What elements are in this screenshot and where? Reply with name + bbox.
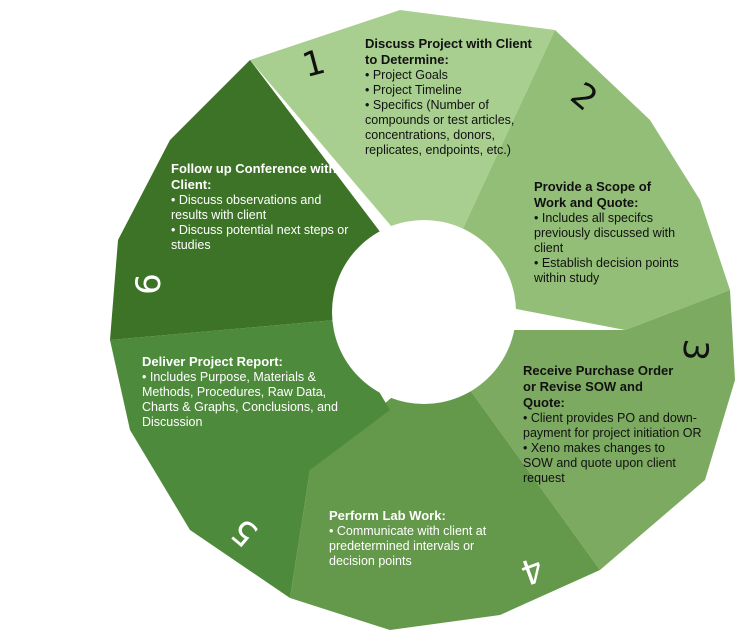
step-2-bullet: • Includes all specifcs previously discu… <box>534 211 676 255</box>
step-3-title: Receive Purchase Order or Revise SOW and… <box>523 363 674 410</box>
step-6-title: Follow up Conference with Client: <box>171 161 337 192</box>
step-1-bullet: • Specifics (Number of compounds or test… <box>365 98 515 157</box>
center-hole <box>332 220 516 404</box>
step-6-bullet: • Discuss observations and results with … <box>171 193 322 222</box>
segment-5 <box>110 320 390 598</box>
step-1-text: Discuss Project with Client to Determine… <box>365 36 535 158</box>
step-2-text: Provide a Scope of Work and Quote: • Inc… <box>534 179 694 286</box>
step-3-bullet: • Client provides PO and down-payment fo… <box>523 411 702 440</box>
step-4-bullet: • Communicate with client at predetermin… <box>329 524 487 568</box>
segment-1 <box>250 10 555 260</box>
step-6-number: 6 <box>128 273 169 295</box>
step-5-bullet: • Includes Purpose, Materials & Methods,… <box>142 370 338 429</box>
segment-6 <box>110 60 390 340</box>
step-6-text: Follow up Conference with Client: • Disc… <box>171 161 349 253</box>
step-3-text: Receive Purchase Order or Revise SOW and… <box>523 363 713 486</box>
step-3-bullet: • Xeno makes changes to SOW and quote up… <box>523 441 676 485</box>
step-1-bullet: • Project Goals <box>365 68 448 82</box>
step-5-text: Deliver Project Report: • Includes Purpo… <box>142 354 342 430</box>
step-4-text: Perform Lab Work: • Communicate with cli… <box>329 508 494 569</box>
step-1-bullet: • Project Timeline <box>365 83 462 97</box>
step-1-title: Discuss Project with Client to Determine… <box>365 36 532 67</box>
step-4-title: Perform Lab Work: <box>329 508 446 523</box>
step-6-bullet: • Discuss potential next steps or studie… <box>171 223 349 252</box>
segment-3 <box>470 290 735 570</box>
segment-4 <box>290 390 600 630</box>
step-5-title: Deliver Project Report: <box>142 354 283 369</box>
segment-2 <box>460 30 730 330</box>
step-3-number: 3 <box>673 337 716 363</box>
step-2-title: Provide a Scope of Work and Quote: <box>534 179 652 210</box>
step-2-bullet: • Establish decision points within study <box>534 256 679 285</box>
